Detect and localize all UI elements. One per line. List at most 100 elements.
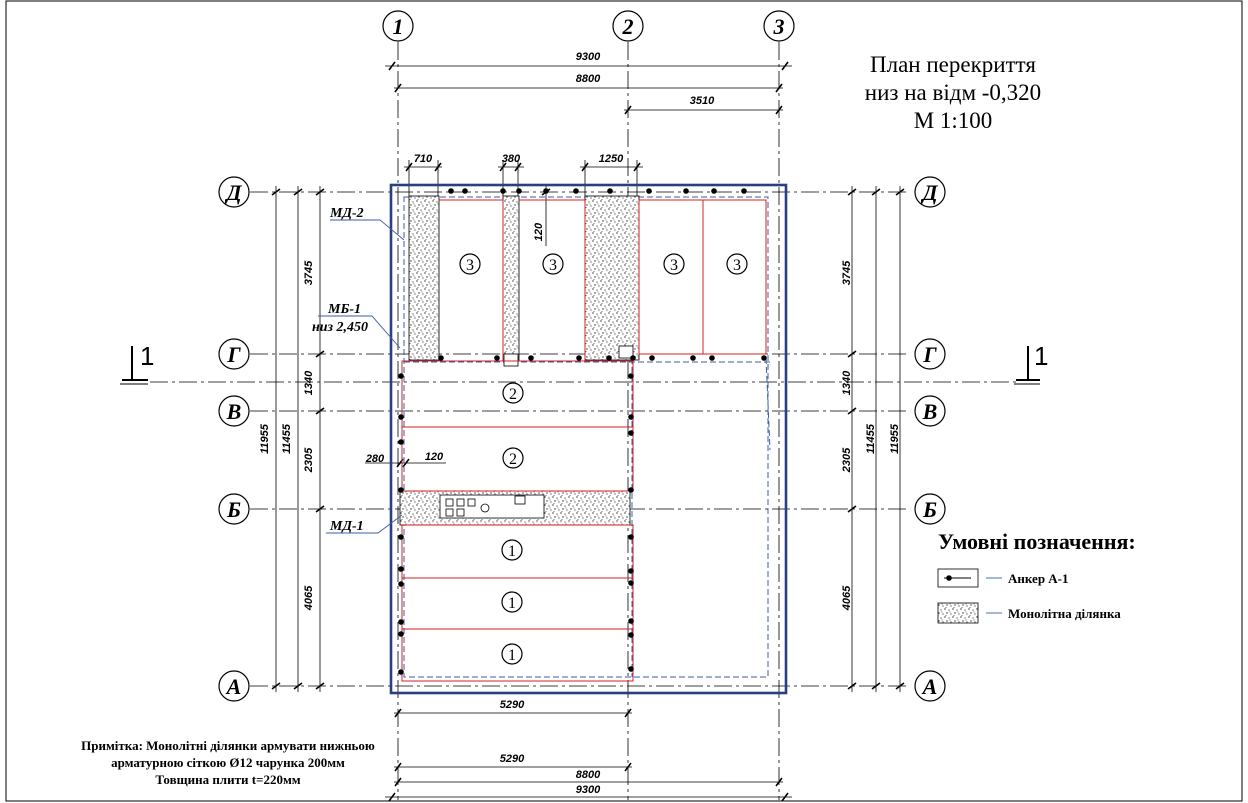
- sheet-frame: [5, 0, 1243, 802]
- anchor-icon: [628, 373, 634, 379]
- section-marks: 1 1: [120, 341, 1048, 385]
- axis-bubble-a-left: [218, 670, 250, 702]
- dim-tick: [394, 708, 402, 718]
- monolith-zone-2: [502, 195, 520, 361]
- dim-tick: [271, 682, 281, 690]
- anchor-icon: [761, 355, 767, 361]
- slab-mark-2b-label: 2: [509, 451, 517, 468]
- dim-tick: [315, 407, 325, 415]
- anchor-icon: [500, 188, 506, 194]
- monolith-zone-3: [584, 195, 640, 361]
- dim-tick: [895, 188, 905, 196]
- slab-mark-3b-label: 3: [549, 257, 557, 274]
- legend-monolith-label: Монолітна ділянка: [1008, 606, 1121, 621]
- anchor-icon: [528, 355, 534, 361]
- title-line-3: М 1:100: [914, 108, 993, 133]
- leader-md2: [330, 219, 405, 241]
- dim-3745-left: 3745: [303, 260, 315, 285]
- anchor-icon: [398, 669, 404, 675]
- dim-tick: [847, 350, 857, 358]
- opening-cell: [445, 498, 454, 507]
- axis-label-3: 3: [773, 14, 785, 39]
- dim-tick: [775, 105, 783, 115]
- leader-mb1: [318, 315, 401, 349]
- axis-label-d-right: Д: [920, 180, 938, 205]
- slab-mark-2a: [502, 382, 524, 404]
- axis-bubble-v-right: [914, 395, 946, 427]
- element-labels: МД-2 МБ-1 низ 2,450 МД-1: [312, 206, 405, 534]
- dim-1340-right: 1340: [841, 370, 853, 395]
- dim-tick: [775, 83, 783, 93]
- anchor-icon: [573, 188, 579, 194]
- axis-label-a-right: А: [921, 674, 938, 699]
- section-mark-right-label: 1: [1034, 341, 1048, 371]
- slab-mark-1c: [501, 643, 523, 665]
- anchor-icon: [398, 619, 404, 625]
- dim-280: 280: [365, 453, 385, 465]
- axis-bubble-v-left: [218, 395, 250, 427]
- anchor-icon: [628, 430, 634, 436]
- opening-cell: [467, 498, 476, 507]
- top-dimensions: 9300 8800 3510 710 380 1250 120: [385, 51, 792, 246]
- anchor-icon: [398, 534, 404, 540]
- grid-lines: [150, 42, 1020, 800]
- anchor-icon: [646, 188, 652, 194]
- opening-block: [439, 494, 545, 519]
- anchor-icon: [946, 575, 952, 581]
- dim-tick: [388, 792, 396, 802]
- axis-bubble-1: [382, 10, 414, 42]
- opening-cell: [514, 495, 526, 505]
- label-md2: МД-2: [329, 206, 364, 221]
- axis-bubbles: 1 2 3 Д Г В Б А Д Г В Б А: [218, 10, 946, 702]
- dim-11455-right: 11455: [865, 423, 877, 454]
- panel-2b: [401, 426, 634, 492]
- axis-label-a-left: А: [225, 674, 242, 699]
- section-mark-left-symbol: [122, 346, 148, 381]
- slab-mark-3b: [542, 253, 564, 275]
- anchor-icon: [709, 355, 715, 361]
- anchor-icon: [649, 355, 655, 361]
- opening-circle: [480, 503, 490, 513]
- anchor-icon: [398, 487, 404, 493]
- dim-tick: [315, 682, 325, 690]
- axis-bubble-d-right: [914, 176, 946, 208]
- slab-mark-3c: [663, 253, 685, 275]
- section-mark-left-label: 1: [140, 341, 154, 371]
- anchor-icon: [683, 188, 689, 194]
- anchor-icon: [628, 580, 634, 586]
- legend-title: Умовні позначення:: [938, 529, 1136, 554]
- anchor-icon: [516, 188, 522, 194]
- opening-cell: [456, 498, 465, 507]
- panel-3d: [702, 199, 767, 355]
- anchor-icon: [630, 355, 636, 361]
- right-dimensions: 11955 11455 3745 1340 2305 4065: [841, 186, 905, 692]
- axis-label-b-left: Б: [226, 497, 241, 522]
- left-dimensions: 11955 11455 3745 1340 2305 4065 280 120: [259, 186, 446, 692]
- dim-tick: [781, 792, 789, 802]
- slab-mark-1b: [501, 591, 523, 613]
- slab-mark-3a-label: 3: [466, 257, 474, 274]
- anchor-icon: [448, 188, 454, 194]
- legend: Умовні позначення: Анкер А-1 Монолітна д…: [937, 529, 1136, 624]
- dim-tick: [624, 708, 632, 718]
- dim-11455-left: 11455: [281, 423, 293, 454]
- axis-label-b-right: Б: [922, 497, 937, 522]
- label-mb1-level: низ 2,450: [312, 320, 368, 335]
- dim-5290-a: 5290: [500, 699, 525, 711]
- axis-bubble-g-left: [218, 338, 250, 370]
- anchor-icon: [398, 631, 404, 637]
- anchor-icon: [628, 487, 634, 493]
- dim-2305-right: 2305: [841, 447, 853, 473]
- label-md1: МД-1: [329, 519, 364, 534]
- dim-8800-bottom: 8800: [576, 769, 601, 781]
- dim-9300-top: 9300: [576, 51, 601, 63]
- label-mb1: МБ-1: [327, 302, 361, 317]
- dim-tick: [847, 505, 857, 513]
- title-line-1: План перекриття: [870, 52, 1036, 77]
- panel-3b: [519, 199, 586, 362]
- dim-2305-left: 2305: [303, 447, 315, 473]
- slab-mark-2b: [502, 447, 524, 469]
- panel-3a: [439, 199, 504, 362]
- dim-tick: [271, 188, 281, 196]
- column-box-1: [503, 353, 519, 367]
